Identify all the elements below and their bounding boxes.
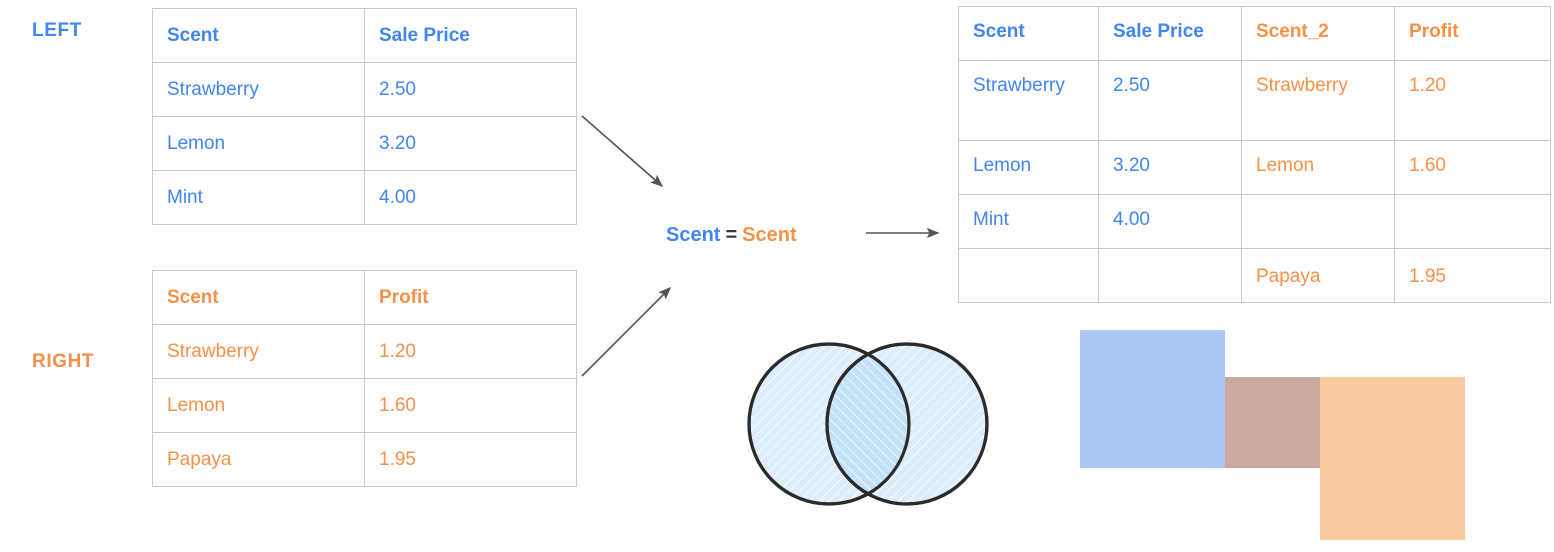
result-cell-sale-price: 2.50 xyxy=(1098,60,1242,141)
left-table-label: LEFT xyxy=(32,20,82,41)
result-cell-scent-2: Lemon xyxy=(1241,140,1395,195)
result-cell-scent-2: Strawberry xyxy=(1241,60,1395,141)
result-header-profit: Profit xyxy=(1394,6,1551,61)
rectangle-right-orange xyxy=(1320,377,1465,540)
result-cell-scent-2 xyxy=(1241,194,1395,249)
table-row: Lemon 3.20 Lemon 1.60 xyxy=(958,140,1551,195)
right-table: Scent Profit Strawberry 1.20 Lemon 1.60 … xyxy=(152,270,577,487)
result-header-sale-price: Sale Price xyxy=(1098,6,1242,61)
table-row: Lemon 3.20 xyxy=(152,116,577,171)
left-cell-scent: Mint xyxy=(152,170,365,225)
right-cell-scent: Lemon xyxy=(152,378,365,433)
result-cell-sale-price xyxy=(1098,248,1242,303)
result-cell-scent: Strawberry xyxy=(958,60,1099,141)
result-cell-scent-2: Papaya xyxy=(1241,248,1395,303)
table-row: Papaya 1.95 xyxy=(958,248,1551,303)
venn-left-outline xyxy=(747,342,911,506)
result-cell-scent xyxy=(958,248,1099,303)
rectangle-overlap xyxy=(1225,377,1320,468)
table-row: Papaya 1.95 xyxy=(152,432,577,487)
result-cell-scent: Mint xyxy=(958,194,1099,249)
left-cell-scent: Strawberry xyxy=(152,62,365,117)
left-header-scent: Scent xyxy=(152,8,365,63)
table-row: Lemon 1.60 xyxy=(152,378,577,433)
right-cell-profit: 1.20 xyxy=(364,324,577,379)
left-cell-sale-price: 3.20 xyxy=(364,116,577,171)
result-cell-profit xyxy=(1394,194,1551,249)
left-table: Scent Sale Price Strawberry 2.50 Lemon 3… xyxy=(152,8,577,225)
arrow-join-to-result-icon xyxy=(866,227,940,239)
right-header-scent: Scent xyxy=(152,270,365,325)
table-row: Strawberry 2.50 xyxy=(152,62,577,117)
arrow-left-to-join-icon xyxy=(581,115,664,188)
table-row: Mint 4.00 xyxy=(958,194,1551,249)
left-cell-scent: Lemon xyxy=(152,116,365,171)
left-header-sale-price: Sale Price xyxy=(364,8,577,63)
right-table-label: RIGHT xyxy=(32,351,95,372)
join-condition: Scent=Scent xyxy=(666,224,797,247)
right-cell-profit: 1.95 xyxy=(364,432,577,487)
venn-right-outline xyxy=(825,342,989,506)
rectangle-left-blue xyxy=(1080,330,1225,468)
result-cell-sale-price: 3.20 xyxy=(1098,140,1242,195)
join-operator: = xyxy=(725,224,738,246)
join-right-key: Scent xyxy=(742,224,797,246)
table-header-row: Scent Sale Price Scent_2 Profit xyxy=(958,6,1551,61)
result-table: Scent Sale Price Scent_2 Profit Strawber… xyxy=(958,6,1551,303)
result-cell-profit: 1.95 xyxy=(1394,248,1551,303)
result-cell-sale-price: 4.00 xyxy=(1098,194,1242,249)
venn-diagram xyxy=(747,342,989,506)
join-left-key: Scent xyxy=(666,224,721,246)
arrow-right-to-join-icon xyxy=(581,286,672,377)
table-row: Strawberry 2.50 Strawberry 1.20 xyxy=(958,60,1551,141)
right-cell-scent: Strawberry xyxy=(152,324,365,379)
result-cell-scent: Lemon xyxy=(958,140,1099,195)
result-cell-profit: 1.20 xyxy=(1394,60,1551,141)
table-header-row: Scent Profit xyxy=(152,270,577,325)
table-row: Mint 4.00 xyxy=(152,170,577,225)
left-cell-sale-price: 4.00 xyxy=(364,170,577,225)
result-cell-profit: 1.60 xyxy=(1394,140,1551,195)
result-header-scent: Scent xyxy=(958,6,1099,61)
right-header-profit: Profit xyxy=(364,270,577,325)
left-cell-sale-price: 2.50 xyxy=(364,62,577,117)
table-header-row: Scent Sale Price xyxy=(152,8,577,63)
right-cell-scent: Papaya xyxy=(152,432,365,487)
table-row: Strawberry 1.20 xyxy=(152,324,577,379)
result-header-scent-2: Scent_2 xyxy=(1241,6,1395,61)
right-cell-profit: 1.60 xyxy=(364,378,577,433)
